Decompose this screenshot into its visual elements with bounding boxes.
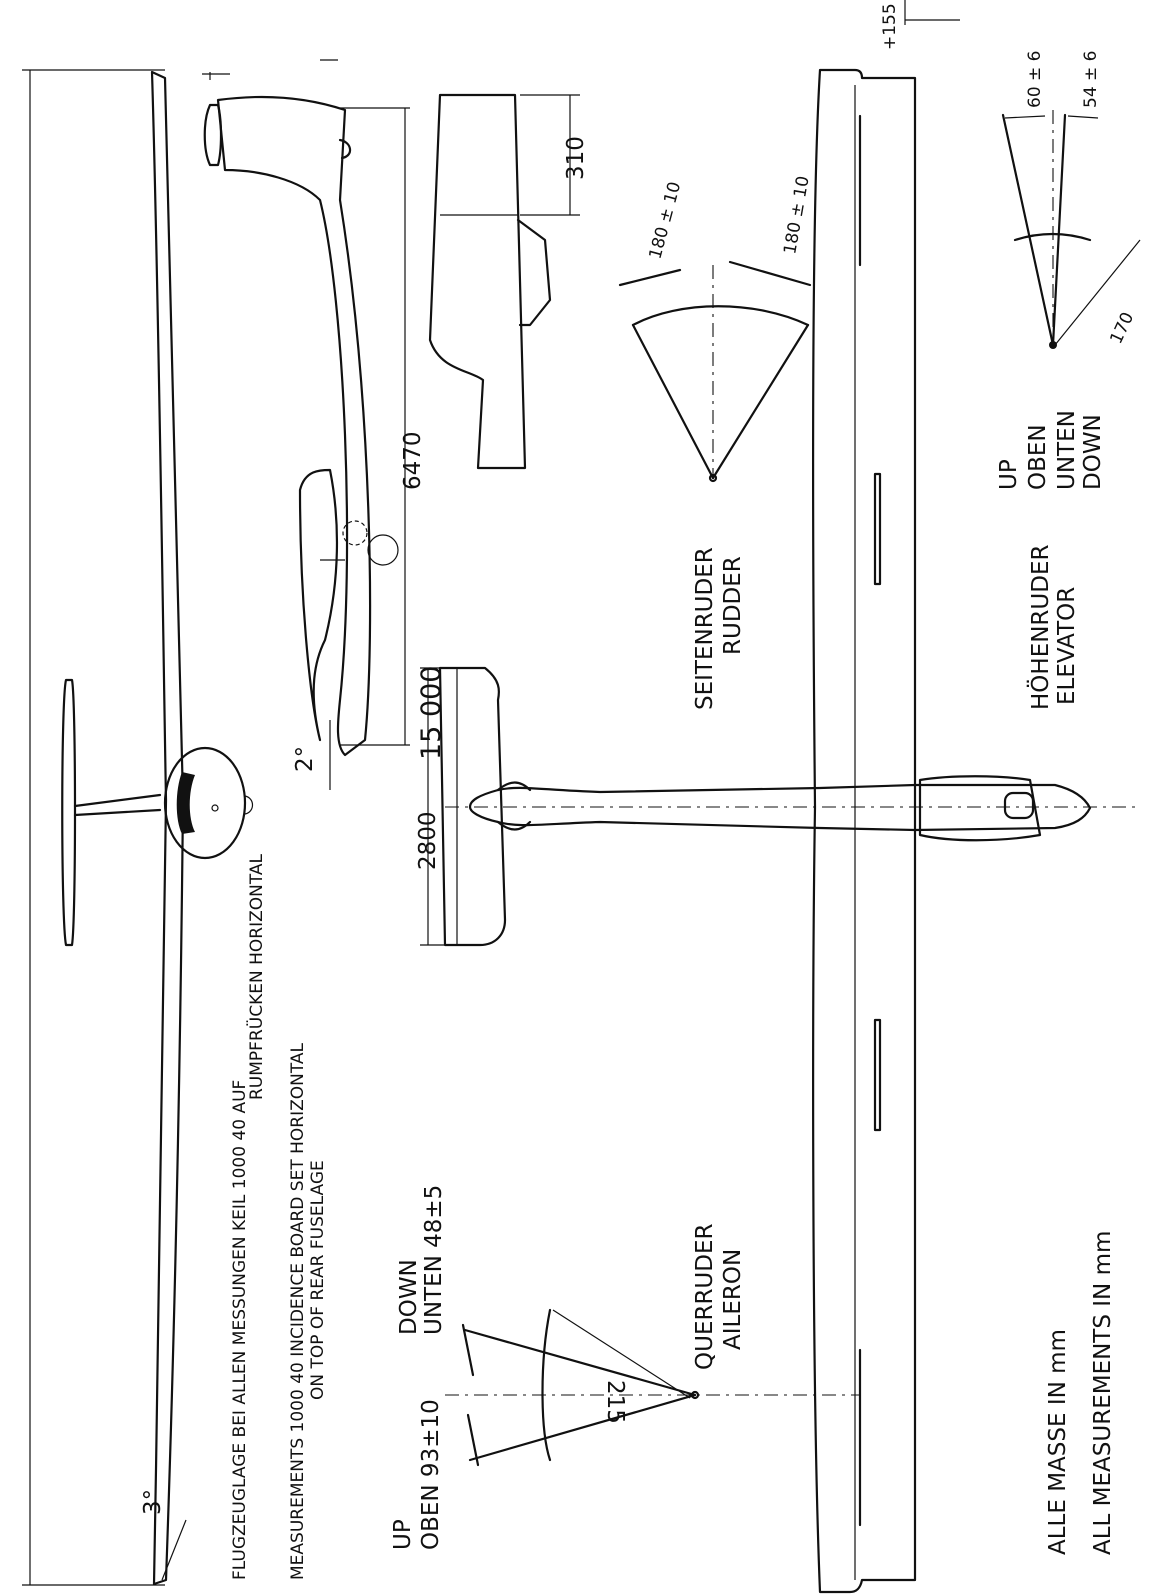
note-en-line2: ON TOP OF REAR FUSELAGE	[308, 1160, 328, 1400]
fin-chord-value: 310	[563, 136, 589, 180]
aileron-radius-line	[552, 1309, 691, 1399]
front-canopy	[176, 772, 195, 834]
rudder-label-de: SEITENRUDER	[692, 547, 718, 710]
elevator-up-value: 60 ± 6	[1025, 51, 1045, 109]
elevator-radius-line	[1054, 239, 1141, 346]
wheel-circle	[367, 534, 399, 566]
side-tailplane-section	[203, 103, 223, 167]
rudder-right-value: 180 ± 10	[780, 174, 813, 255]
tailspan-value: 2800	[415, 811, 441, 870]
aileron-down-tick	[461, 1323, 475, 1377]
aileron-radius-value: 215	[602, 1380, 628, 1424]
plan-fuselage-outline	[468, 783, 1092, 832]
aileron-up-en: UP	[390, 1519, 416, 1550]
rudder-dim-left	[618, 268, 682, 287]
airbrake-lower	[873, 1018, 882, 1132]
cg-mark-dashed	[342, 520, 368, 546]
aileron-up-de: OBEN 93±10	[418, 1399, 444, 1550]
front-centre-mark	[211, 804, 219, 812]
fin-front-view-lower	[73, 808, 162, 817]
wing-offset-value: +155 ± 20	[880, 0, 900, 50]
aileron-up-tick	[466, 1413, 480, 1467]
plan-wing-outline	[812, 68, 917, 1594]
aileron-deflection-diagram	[445, 1308, 860, 1467]
rudder-deflection-diagram	[618, 260, 812, 483]
front-wing-outline	[150, 70, 185, 1586]
side-tail-skid	[338, 138, 352, 160]
front-view	[22, 69, 254, 1586]
elevator-arc	[1013, 232, 1092, 242]
elevator-ray-up	[1001, 113, 1055, 347]
tail-dihedral-value: 2°	[292, 746, 318, 772]
elevator-radius-value: 170	[1106, 309, 1138, 347]
side-fuselage-outline	[216, 95, 372, 757]
note-de-line1: FLUGZEUGLAGE BEI ALLEN MESSUNGEN KEIL 10…	[230, 1080, 250, 1580]
wing-dihedral-value: 3°	[140, 1489, 166, 1515]
elevator-deflection-diagram	[1001, 110, 1141, 349]
tailplane-outline	[438, 666, 507, 947]
elevator-down-en: DOWN	[1080, 414, 1106, 490]
elevator-hinge-point	[1049, 341, 1057, 349]
elevator-ray-down	[1051, 113, 1067, 347]
front-tailplane-outline	[61, 678, 77, 947]
plan-canopy-outline	[918, 775, 1042, 842]
elevator-up-de: OBEN	[1025, 424, 1051, 490]
units-note-de: ALLE MASSE IN mm	[1045, 1329, 1071, 1555]
elevator-dim-down	[1067, 115, 1099, 119]
aileron-label-de: QUERRUDER	[692, 1223, 718, 1370]
elevator-label-de: HÖHENRUDER	[1026, 545, 1054, 710]
fin-section	[428, 93, 580, 470]
elevator-up-en: UP	[996, 459, 1022, 490]
aileron-down-de: UNTEN 48±5	[421, 1185, 447, 1335]
fin-root-fillet-lower	[496, 820, 532, 831]
front-fuselage-outline	[163, 746, 247, 860]
front-nose-hook	[244, 795, 254, 815]
fin-front-view-upper	[73, 793, 162, 808]
fin-outline	[428, 93, 527, 470]
elevator-down-de: UNTEN	[1054, 410, 1080, 490]
side-canopy	[298, 468, 339, 742]
rudder-left-value: 180 ± 10	[646, 180, 686, 262]
length-value: 6470	[400, 431, 426, 490]
tailplane-plan	[420, 666, 507, 947]
span-value: 15 000	[416, 666, 447, 760]
elevator-down-value: 54 ± 6	[1081, 51, 1101, 109]
elevator-label-en: ELEVATOR	[1054, 587, 1080, 705]
rudder-ray-left	[631, 323, 715, 480]
side-view	[202, 59, 410, 790]
plan-headrest	[1003, 791, 1035, 820]
fin-root-fillet-upper	[496, 781, 532, 792]
aileron-label-en: AILERON	[720, 1249, 746, 1350]
units-note-en: ALL MEASUREMENTS IN mm	[1090, 1231, 1116, 1555]
aileron-ray-up	[468, 1393, 697, 1462]
elevator-dim-up	[1004, 115, 1046, 119]
rudder-label-en: RUDDER	[720, 556, 746, 655]
rudder-arc	[631, 305, 810, 327]
note-de-line2: RUMPFRÜCKEN HORIZONTAL	[245, 853, 267, 1100]
plan-view	[445, 0, 1140, 1594]
rudder-ray-right	[711, 323, 810, 480]
airbrake-upper	[873, 472, 882, 586]
rudder-dim-right	[728, 260, 812, 287]
rudder-horn	[516, 218, 552, 327]
rudder-hinge-point	[708, 473, 718, 483]
note-en-line1: MEASUREMENTS 1000 40 INCIDENCE BOARD SET…	[288, 1042, 308, 1580]
aileron-down-en: DOWN	[396, 1259, 422, 1335]
wing-dihedral-tick	[161, 1519, 187, 1581]
aileron-hinge-point	[690, 1390, 700, 1400]
aileron-arc	[541, 1308, 552, 1462]
aileron-ray-down	[463, 1328, 697, 1397]
